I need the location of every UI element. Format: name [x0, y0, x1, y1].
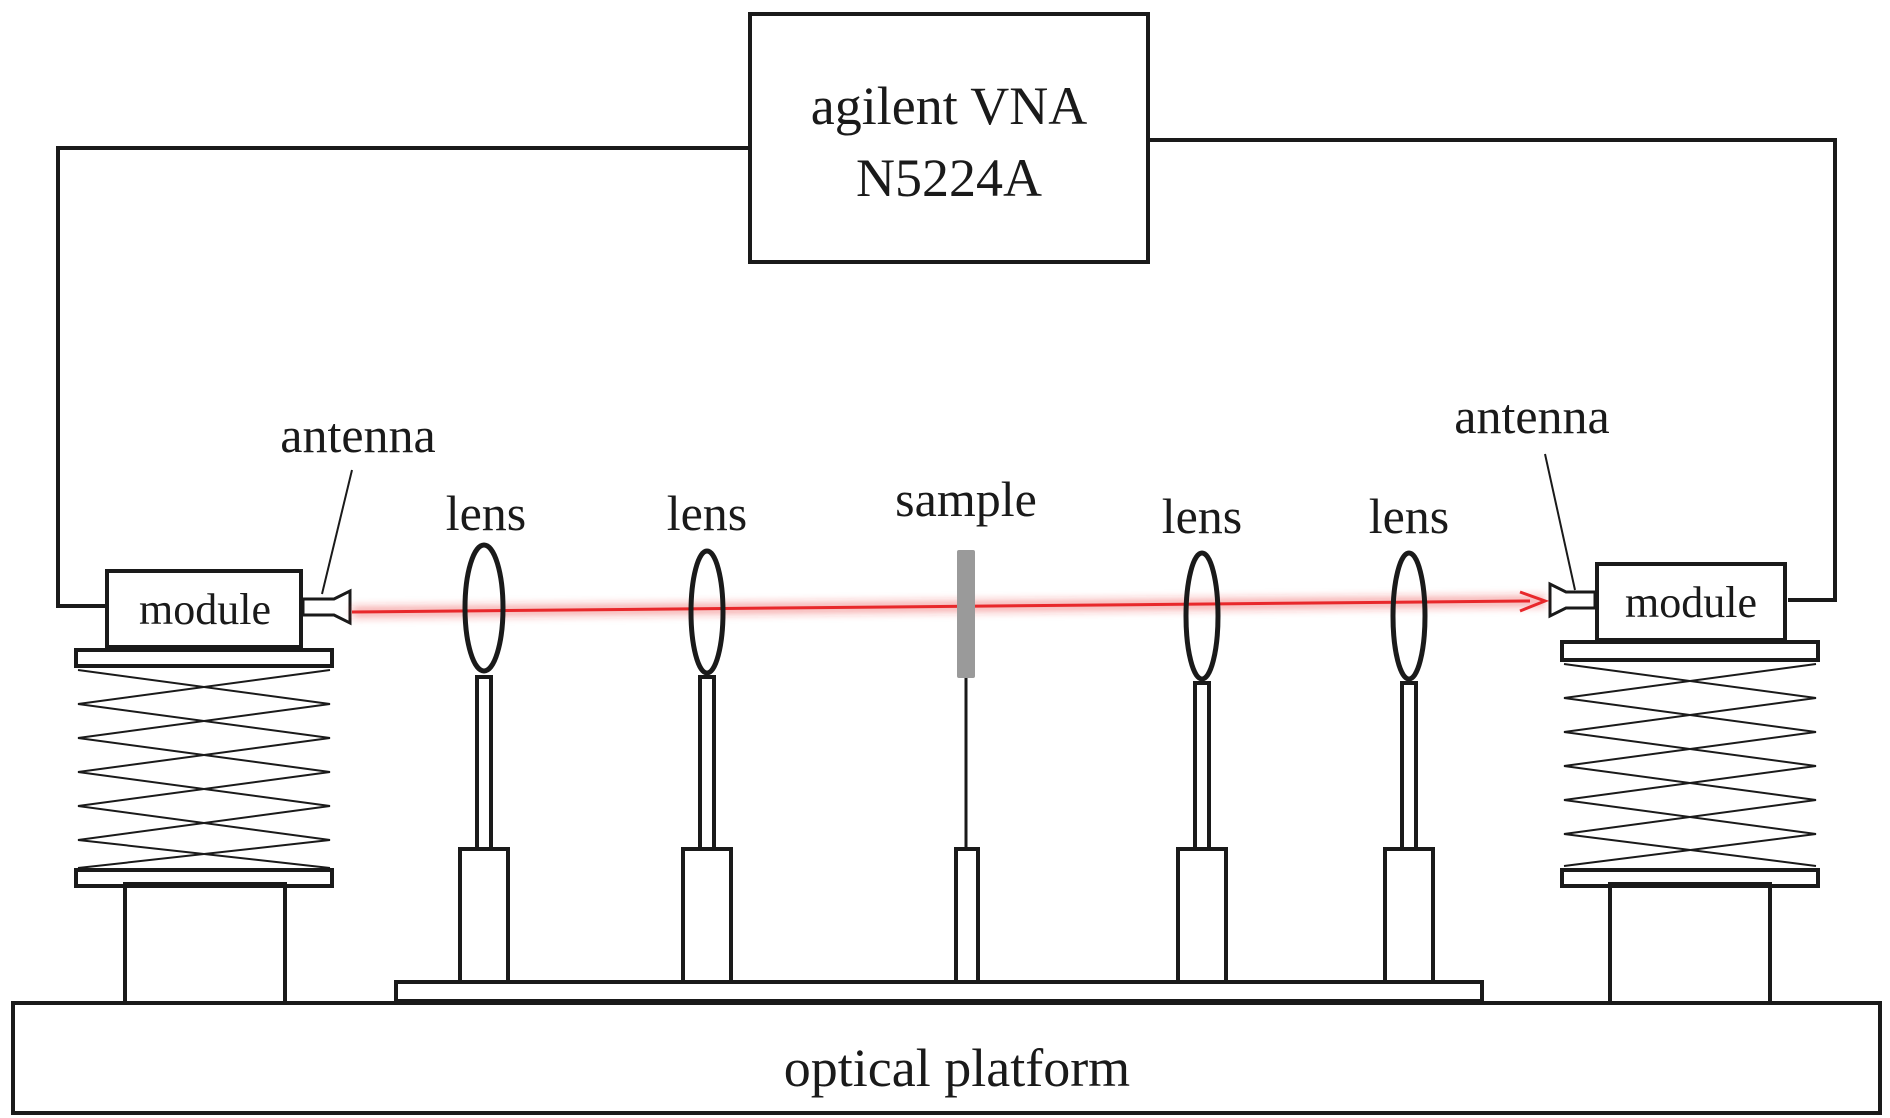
right-upper-plate — [1560, 640, 1820, 662]
left-antenna-label: antenna — [280, 407, 435, 463]
left-lower-plate — [74, 868, 334, 888]
vna-label-line2: N5224A — [856, 148, 1042, 208]
lens-1-assembly: lens — [446, 485, 527, 984]
left-antenna-horn — [301, 588, 352, 626]
right-scissor-lift — [1563, 663, 1817, 867]
left-module-assembly: module — [74, 569, 352, 1005]
cable-right — [1148, 138, 1837, 602]
right-module-label: module — [1625, 578, 1757, 627]
left-scissor-lift — [77, 669, 331, 869]
right-antenna-label: antenna — [1454, 388, 1609, 444]
left-stand — [123, 882, 287, 1005]
lens-1 — [462, 542, 506, 674]
lens-3-label: lens — [1162, 488, 1243, 544]
vna-label-line1: agilent VNA — [811, 76, 1087, 136]
lens-2-assembly: lens — [667, 485, 748, 984]
lens-3-assembly: lens — [1162, 488, 1243, 984]
lens-4-label: lens — [1369, 488, 1450, 544]
right-lower-plate — [1560, 868, 1820, 888]
lens-1-label: lens — [446, 485, 527, 541]
lens-3-post — [1193, 681, 1211, 851]
optical-platform: optical platform — [11, 1001, 1882, 1115]
optical-rail — [394, 980, 1484, 1003]
cable-left — [56, 146, 750, 608]
right-antenna-horn — [1548, 581, 1597, 619]
left-upper-plate — [74, 648, 334, 668]
beam-line — [351, 599, 1531, 614]
thz-beam — [351, 590, 1550, 618]
lens-2-post — [698, 675, 716, 851]
lens-4 — [1390, 550, 1428, 682]
right-stand — [1608, 882, 1772, 1005]
vna-box — [748, 12, 1150, 264]
sample-assembly: sample — [895, 471, 1037, 984]
sample-slab — [957, 550, 975, 678]
lens-1-holder — [458, 847, 510, 984]
lens-4-assembly: lens — [1369, 488, 1450, 984]
left-scissor-lift-cross — [77, 669, 331, 869]
lens-1-post — [475, 675, 493, 851]
lens-3 — [1183, 550, 1221, 682]
right-module-box — [1595, 562, 1787, 642]
lens-4-holder — [1383, 847, 1435, 984]
lens-3-holder — [1176, 847, 1228, 984]
left-module-box — [105, 569, 303, 649]
left-module-label: module — [139, 585, 271, 634]
right-antenna-pointer — [1544, 453, 1576, 591]
sample-holder — [954, 847, 980, 984]
right-module-assembly: module — [1548, 562, 1820, 1005]
lens-2-label: lens — [667, 485, 748, 541]
sample-label: sample — [895, 471, 1037, 527]
platform-label: optical platform — [784, 1038, 1130, 1098]
beam-arrowhead — [1519, 590, 1550, 613]
lens-2-holder — [681, 847, 733, 984]
right-scissor-lift-cross — [1563, 663, 1817, 867]
vna-instrument: agilent VNA N5224A — [748, 12, 1150, 264]
left-antenna-pointer — [321, 469, 353, 595]
lens-2 — [688, 548, 726, 676]
lens-4-post — [1400, 681, 1418, 851]
